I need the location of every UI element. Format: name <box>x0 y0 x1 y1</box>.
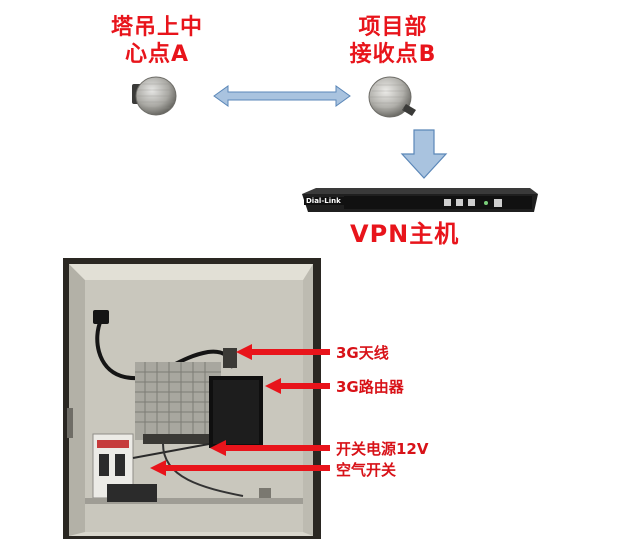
label-3g-router: 3G路由器 <box>336 378 404 396</box>
project-node-line2: 接收点B <box>349 42 437 67</box>
wireless-bridge-b-icon <box>368 76 416 118</box>
arrow-antenna <box>236 344 330 360</box>
cabinet-photo <box>63 258 321 539</box>
project-node-line1: 项目部 <box>358 15 428 40</box>
label-air-switch: 空气开关 <box>336 461 397 479</box>
vpn-brand-label: Dial-Link <box>304 197 348 205</box>
vpn-device-body <box>302 188 538 212</box>
vpn-device: Dial-Link <box>298 186 542 216</box>
tower-node-line1: 塔吊上中 <box>110 15 203 40</box>
tower-node-line2: 心点A <box>124 42 190 67</box>
arrow-router <box>265 378 330 394</box>
wireless-link-arrow <box>213 85 351 107</box>
cabinet-illustration <box>63 258 321 539</box>
project-node-label: 项目部 接收点B <box>318 14 468 68</box>
down-arrow <box>400 129 448 179</box>
wireless-bridge-a-icon <box>132 76 177 116</box>
vpn-host-label: VPN主机 <box>350 220 460 248</box>
arrow-power <box>210 440 330 456</box>
label-3g-antenna: 3G天线 <box>336 344 389 362</box>
label-power-supply-12v: 开关电源12V <box>336 440 429 458</box>
tower-node-label: 塔吊上中 心点A <box>82 14 232 68</box>
arrow-breaker <box>150 460 330 476</box>
